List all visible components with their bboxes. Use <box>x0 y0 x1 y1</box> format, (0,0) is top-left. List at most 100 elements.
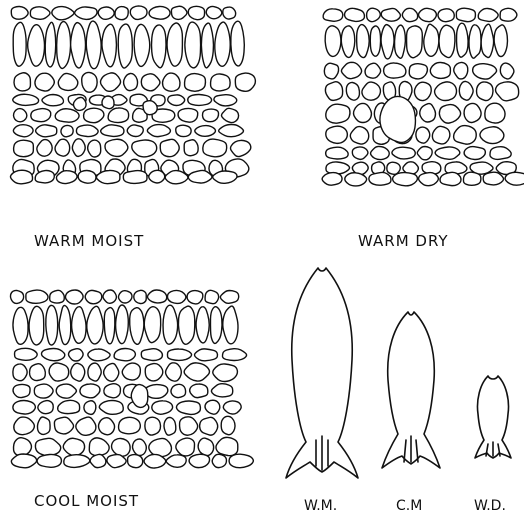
cell <box>352 147 368 159</box>
cell <box>37 140 52 157</box>
cell <box>185 74 206 92</box>
cell <box>14 140 34 157</box>
cell <box>420 104 436 122</box>
cell <box>46 305 58 345</box>
cell <box>212 454 226 467</box>
cell <box>76 417 96 435</box>
cell <box>419 173 439 186</box>
leaf-section-warm-dry <box>322 8 524 186</box>
cell <box>58 400 80 413</box>
cell <box>37 454 61 467</box>
cell <box>132 140 157 157</box>
cell <box>13 400 35 414</box>
cell <box>80 384 100 398</box>
cell <box>85 290 102 303</box>
cell <box>490 147 511 160</box>
cell <box>220 291 238 304</box>
cell <box>187 291 203 304</box>
cell <box>198 438 214 455</box>
cell <box>13 22 26 66</box>
cell <box>57 22 71 69</box>
cell <box>480 127 504 144</box>
cell <box>11 170 33 184</box>
cell <box>99 400 123 414</box>
cell <box>213 171 237 183</box>
cell <box>26 290 48 303</box>
cell <box>409 64 427 79</box>
cell <box>215 22 230 66</box>
cell <box>13 364 27 381</box>
cell <box>130 6 147 20</box>
cell <box>496 82 519 101</box>
cell <box>59 305 71 344</box>
cell <box>11 454 36 468</box>
cell <box>473 64 497 79</box>
cell <box>107 455 126 468</box>
cell <box>424 24 439 56</box>
label-cool-moist: COOL MOIST <box>34 492 139 510</box>
cell <box>430 62 450 78</box>
cell <box>141 349 162 361</box>
cell <box>454 62 468 79</box>
cell <box>45 22 56 67</box>
cell <box>326 162 350 174</box>
cell <box>29 306 44 345</box>
cell <box>72 139 85 157</box>
cell <box>500 8 517 21</box>
cell <box>127 125 143 137</box>
cell <box>38 401 53 414</box>
cell <box>371 146 390 159</box>
cell <box>223 7 236 19</box>
cell <box>31 109 51 122</box>
stomatal-cell <box>73 97 86 110</box>
cell <box>10 290 23 303</box>
cell <box>188 94 212 105</box>
cell <box>200 417 218 435</box>
vascular-bundle <box>143 101 157 115</box>
cell <box>435 147 460 159</box>
cell <box>469 25 481 58</box>
cell <box>56 384 76 398</box>
cell <box>205 290 219 303</box>
cell <box>456 8 475 21</box>
cell <box>439 25 455 57</box>
cell <box>61 125 73 136</box>
cell <box>103 290 116 303</box>
cell <box>184 140 198 156</box>
cell <box>206 6 222 18</box>
cell <box>141 74 160 91</box>
cell <box>381 25 394 59</box>
cell <box>367 8 381 21</box>
cell <box>130 308 144 345</box>
cell <box>346 82 359 100</box>
cell <box>365 63 381 78</box>
cell <box>369 172 391 185</box>
cell <box>104 363 119 381</box>
leaf-section-warm-moist <box>11 6 256 184</box>
cell <box>63 438 84 455</box>
cell <box>190 384 208 398</box>
cell <box>102 24 117 67</box>
leaf-outline-wd <box>475 376 511 458</box>
cell <box>432 126 449 144</box>
cell <box>500 63 514 79</box>
cell <box>354 103 372 122</box>
cell <box>395 25 406 58</box>
cell <box>171 384 186 397</box>
leaf-section-cool-moist <box>10 290 253 468</box>
cell <box>323 9 343 21</box>
cell <box>152 401 173 414</box>
cell <box>419 8 437 21</box>
cell <box>326 104 350 123</box>
cell <box>216 437 238 455</box>
cell <box>459 81 473 100</box>
cell <box>325 82 342 101</box>
label-cm: C.M <box>396 498 422 514</box>
cell <box>84 108 104 123</box>
cell <box>184 363 209 381</box>
cell <box>478 8 498 21</box>
cell <box>166 363 182 381</box>
cell <box>11 6 28 19</box>
cell <box>505 172 524 185</box>
cell <box>477 82 494 101</box>
